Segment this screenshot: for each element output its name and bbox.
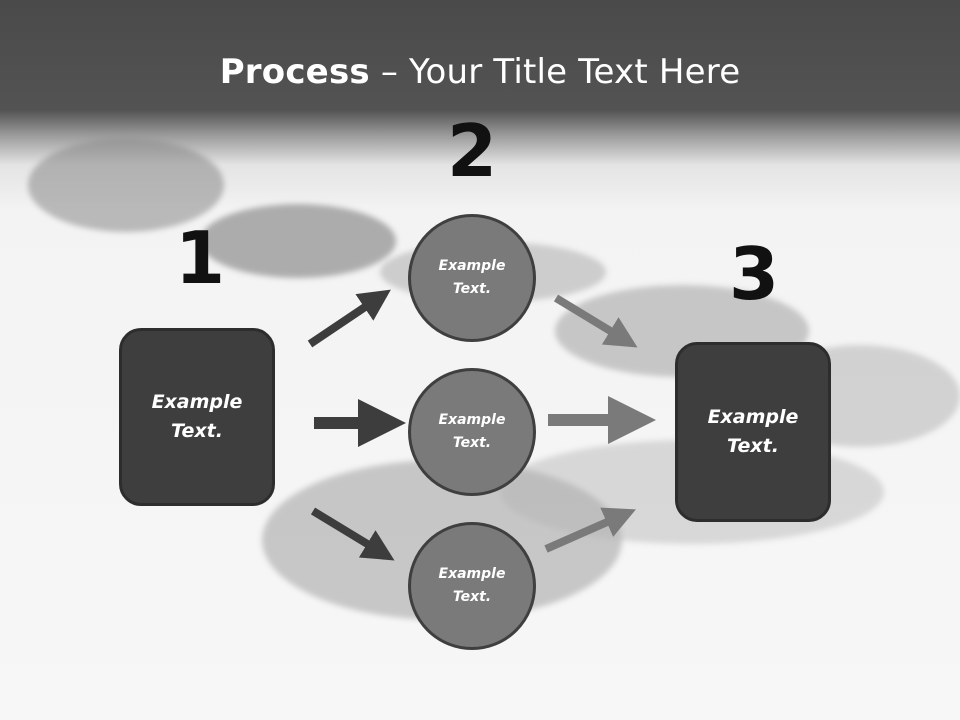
- title-bold: Process: [219, 52, 370, 92]
- slide-title: Process – Your Title Text Here: [0, 52, 960, 92]
- process-circle-middle: Example Text.: [408, 368, 536, 496]
- process-circle-bottom: Example Text.: [408, 522, 536, 650]
- process-box-end: Example Text.: [675, 342, 831, 522]
- process-circle-middle-label: Example Text.: [438, 412, 506, 451]
- title-rest: – Your Title Text Here: [369, 52, 741, 92]
- step-number-3: 3: [728, 232, 780, 316]
- process-box-start: Example Text.: [119, 328, 275, 506]
- process-circle-top: Example Text.: [408, 214, 536, 342]
- process-circle-top-label: Example Text.: [438, 258, 506, 297]
- step-number-1: 1: [174, 216, 226, 300]
- background-stone: [200, 204, 396, 278]
- step-number-2: 2: [446, 109, 498, 193]
- process-box-start-label: Example Text.: [151, 391, 243, 442]
- arrow-bottom-to-right: [544, 507, 636, 553]
- process-box-end-label: Example Text.: [707, 406, 799, 457]
- arrow-left-to-bottom: [310, 507, 395, 561]
- arrow-left-to-top: [307, 289, 391, 348]
- process-circle-bottom-label: Example Text.: [438, 566, 506, 605]
- arrow-top-to-right: [553, 294, 638, 348]
- background-stone: [28, 138, 224, 232]
